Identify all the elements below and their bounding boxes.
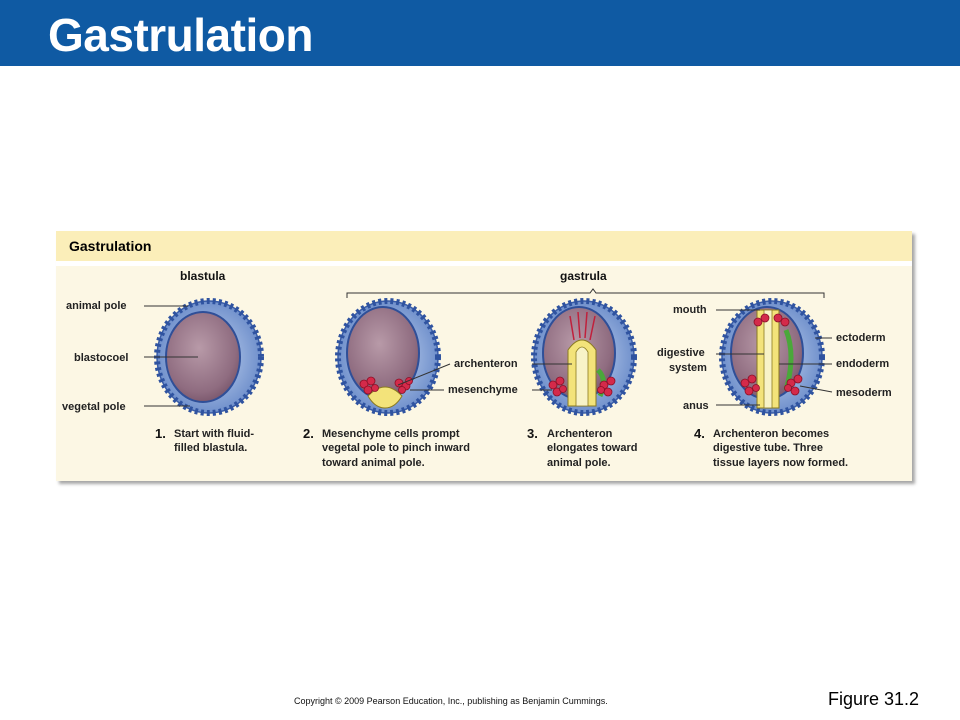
endoderm-label: endoderm — [836, 358, 889, 370]
step-4-line-3: tissue layers now formed. — [713, 457, 848, 469]
blastocoel-label: blastocoel — [74, 352, 128, 364]
late-gastrula-embryo — [719, 298, 825, 416]
step-1-number: 1. — [155, 426, 166, 441]
early-gastrula-embryo — [335, 298, 441, 416]
step-2-line-2: vegetal pole to pinch inward — [322, 442, 470, 454]
archenteron-label: archenteron — [454, 358, 518, 370]
step-3-line-1: Archenteron — [547, 428, 613, 440]
step-2-caption: 2. Mesenchyme cells prompt vegetal pole … — [303, 426, 470, 469]
blastula-label: blastula — [180, 269, 226, 283]
step-4-line-1: Archenteron becomes — [713, 428, 829, 440]
step-1-caption: 1. Start with fluid- filled blastula. — [155, 426, 254, 454]
step-2-line-3: toward animal pole. — [322, 457, 425, 469]
step-4-number: 4. — [694, 426, 705, 441]
step-3-line-2: elongates toward — [547, 442, 637, 454]
step-3-number: 3. — [527, 426, 538, 441]
mid-gastrula-embryo — [531, 298, 637, 416]
step-3-line-3: animal pole. — [547, 457, 611, 469]
ectoderm-label: ectoderm — [836, 332, 886, 344]
figure-header: Gastrulation — [56, 231, 912, 261]
figure-separator — [56, 261, 912, 266]
anus-label: anus — [683, 400, 709, 412]
step-1-line-2: filled blastula. — [174, 442, 247, 454]
figure-header-title: Gastrulation — [69, 238, 152, 254]
step-4-line-2: digestive tube. Three — [713, 442, 823, 454]
digestive-label-line2: system — [669, 362, 707, 374]
copyright-notice: Copyright © 2009 Pearson Education, Inc.… — [294, 696, 608, 706]
figure-reference: Figure 31.2 — [828, 689, 920, 709]
gastrula-bracket — [346, 288, 825, 298]
slide-title: Gastrulation — [48, 9, 313, 61]
mouth-label: mouth — [673, 304, 707, 316]
step-2-line-1: Mesenchyme cells prompt — [322, 428, 460, 440]
mesenchyme-label: mesenchyme — [448, 384, 518, 396]
vegetal-pole-label: vegetal pole — [62, 401, 126, 413]
title-bar: Gastrulation — [0, 0, 960, 66]
blastula-embryo — [154, 298, 264, 416]
step-1-line-1: Start with fluid- — [174, 428, 254, 440]
mesoderm-label: mesoderm — [836, 387, 892, 399]
digestive-label-line1: digestive — [657, 347, 705, 359]
mesoderm-leader — [799, 385, 833, 393]
archenteron-leader-2 — [397, 363, 451, 386]
gastrula-label: gastrula — [560, 269, 607, 283]
step-4-caption: 4. Archenteron becomes digestive tube. T… — [694, 426, 848, 469]
animal-pole-label: animal pole — [66, 300, 127, 312]
step-3-caption: 3. Archenteron elongates toward animal p… — [527, 426, 637, 469]
step-2-number: 2. — [303, 426, 314, 441]
